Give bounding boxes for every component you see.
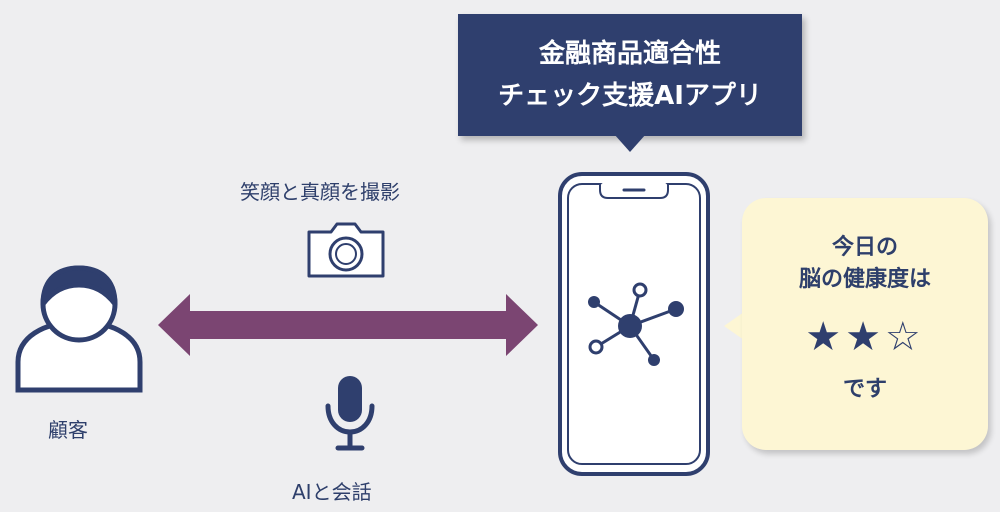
person-icon: [15, 265, 143, 393]
bubble-line1: 今日の: [831, 235, 898, 260]
customer-label: 顧客: [48, 418, 88, 442]
result-bubble: 今日の 脳の健康度は ★★☆ です: [742, 198, 988, 450]
double-arrow-icon: [158, 294, 538, 356]
title-pointer: [614, 134, 646, 152]
network-icon: [588, 282, 684, 366]
photo-label: 笑顔と真顔を撮影: [240, 180, 400, 204]
app-title-line1: 金融商品適合性: [538, 39, 721, 69]
rating-stars: ★★☆: [805, 314, 925, 360]
bubble-line2: 脳の健康度は: [798, 267, 931, 292]
chat-label: AIと会話: [292, 480, 372, 504]
bubble-tail: [724, 312, 744, 340]
microphone-icon: [325, 376, 375, 451]
app-title-box: 金融商品適合性 チェック支援AIアプリ: [458, 14, 802, 136]
app-title-line2: チェック支援AIアプリ: [498, 81, 762, 111]
bubble-line4: です: [842, 377, 887, 402]
camera-icon: [307, 222, 385, 278]
